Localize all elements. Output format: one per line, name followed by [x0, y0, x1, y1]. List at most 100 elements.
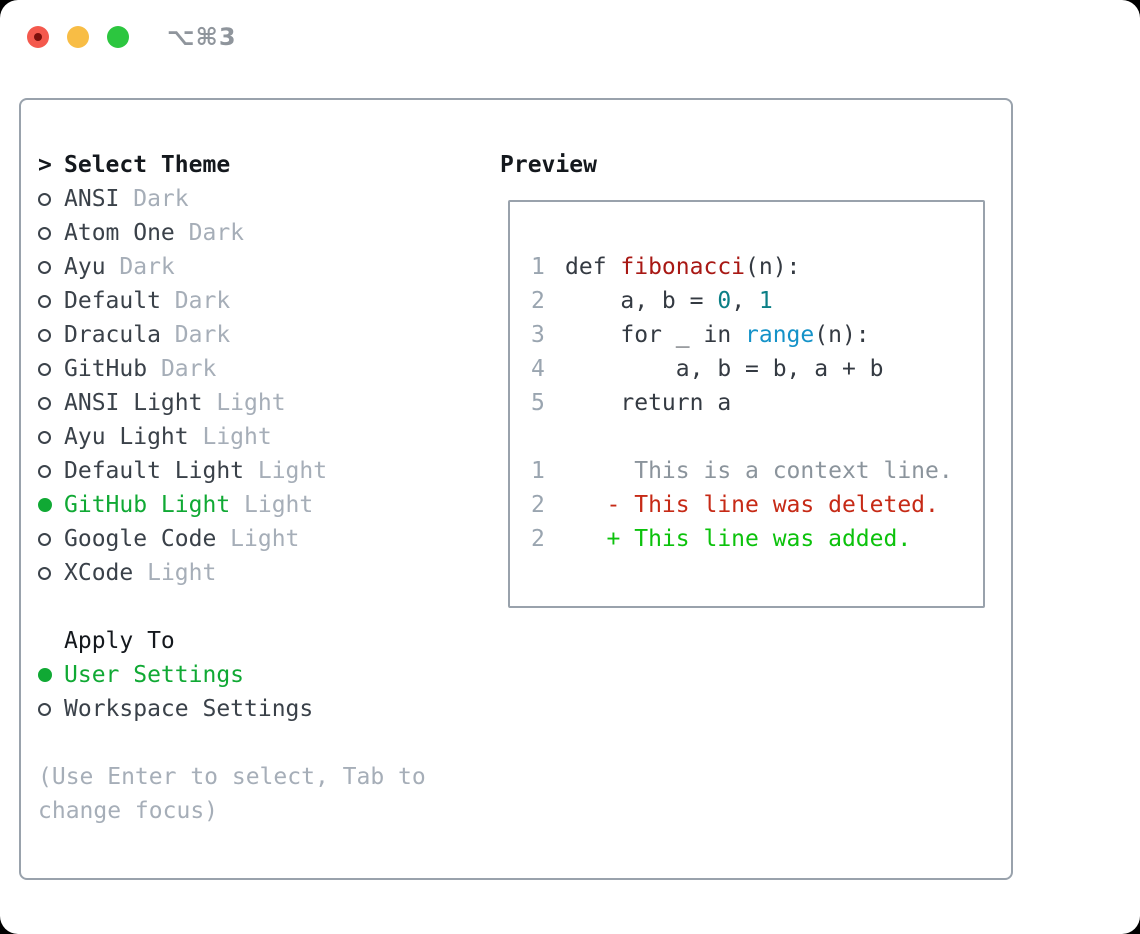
radio-unselected-icon: [38, 294, 64, 308]
apply-to-option-label: User Settings: [64, 662, 245, 688]
radio-unselected-icon: [38, 464, 64, 478]
theme-option[interactable]: GitHub Light Light: [38, 488, 426, 522]
code-token: a, b = b, a + b: [565, 356, 884, 382]
code-token: fibonacci: [620, 254, 746, 280]
theme-name: Ayu Light: [64, 424, 189, 450]
theme-variant: Dark: [119, 254, 175, 280]
close-button[interactable]: [27, 26, 49, 48]
code-token: def: [565, 254, 621, 280]
radio-unselected-icon: [38, 396, 64, 410]
apply-to-option-label: Workspace Settings: [64, 696, 314, 722]
code-token: 0: [717, 288, 732, 314]
window-title: ⌥⌘3: [167, 23, 237, 51]
apply-to-label: Apply To: [64, 628, 175, 654]
radio-unselected-icon: [38, 362, 64, 376]
theme-name: Ayu: [64, 254, 106, 280]
code-token: return a: [565, 390, 732, 416]
radio-unselected-icon: [38, 192, 64, 206]
code-token: (n):: [745, 254, 801, 280]
theme-name: XCode: [64, 560, 134, 586]
apply-to-option[interactable]: Workspace Settings: [38, 692, 426, 726]
preview-line: [531, 420, 953, 454]
theme-name: GitHub Light: [64, 492, 231, 518]
apply-to-option[interactable]: User Settings: [38, 658, 426, 692]
theme-option[interactable]: GitHub Dark: [38, 352, 426, 386]
code-token: 1: [758, 288, 773, 314]
zoom-button[interactable]: [107, 26, 129, 48]
code-token: (n):: [814, 322, 870, 348]
theme-name: Dracula: [64, 322, 161, 348]
titlebar: ⌥⌘3: [27, 23, 237, 51]
line-number: 3: [531, 322, 545, 348]
prompt-caret-icon: >: [38, 152, 52, 178]
line-number: 1: [531, 254, 545, 280]
theme-name: Google Code: [64, 526, 217, 552]
code-token: - This line was deleted.: [565, 492, 939, 518]
preview-line: 2 + This line was added.: [531, 522, 953, 556]
theme-option[interactable]: Default Dark: [38, 284, 426, 318]
theme-option[interactable]: XCode Light: [38, 556, 426, 590]
code-token: a, b =: [565, 288, 718, 314]
radio-unselected-icon: [38, 260, 64, 274]
select-theme-label: Select Theme: [64, 152, 231, 178]
select-theme-header: > Select Theme: [38, 148, 426, 182]
hint-line: change focus): [38, 798, 219, 824]
theme-name: Default: [64, 288, 161, 314]
theme-variant: Dark: [188, 220, 245, 246]
code-token: This is a context line.: [565, 458, 953, 484]
spacer: [38, 726, 426, 760]
theme-option[interactable]: Atom One Dark: [38, 216, 426, 250]
hint-line: (Use Enter to select, Tab to: [38, 764, 426, 790]
code-token: for _ in: [565, 322, 746, 348]
minimize-button[interactable]: [67, 26, 89, 48]
radio-unselected-icon: [38, 226, 64, 240]
unsaved-dot-icon: [34, 33, 42, 41]
theme-variant: Dark: [174, 322, 231, 348]
theme-variant: Light: [216, 390, 286, 416]
radio-unselected-icon: [38, 430, 64, 444]
radio-unselected-icon: [38, 566, 64, 580]
theme-name: Default Light: [64, 458, 245, 484]
radio-unselected-icon: [38, 328, 64, 342]
hint-text: (Use Enter to select, Tab to change focus…: [38, 760, 426, 828]
preview-label: Preview: [500, 152, 597, 178]
code-token: range: [745, 322, 815, 348]
line-number: 2: [531, 288, 545, 314]
theme-name: Atom One: [64, 220, 175, 246]
theme-option[interactable]: Dracula Dark: [38, 318, 426, 352]
theme-variant: Light: [230, 526, 300, 552]
line-number: 1: [531, 458, 545, 484]
apply-to-header: Apply To: [38, 624, 426, 658]
line-number: 2: [531, 492, 545, 518]
preview-line: 2 - This line was deleted.: [531, 488, 953, 522]
preview-line: 5 return a: [531, 386, 953, 420]
theme-variant: Light: [257, 458, 328, 484]
preview-line: 2 a, b = 0, 1: [531, 284, 953, 318]
theme-option[interactable]: Ayu Dark: [38, 250, 426, 284]
spacer: [38, 590, 426, 624]
radio-unselected-icon: [38, 702, 64, 716]
theme-variant: Dark: [174, 288, 231, 314]
theme-variant: Light: [244, 492, 314, 518]
theme-variant: Dark: [160, 356, 217, 382]
line-number: 4: [531, 356, 545, 382]
preview-line: 4 a, b = b, a + b: [531, 352, 953, 386]
theme-variant: Light: [147, 560, 217, 586]
preview-line: 3 for _ in range(n):: [531, 318, 953, 352]
theme-option[interactable]: Default Light Light: [38, 454, 426, 488]
line-number: 5: [531, 390, 545, 416]
radio-unselected-icon: [38, 532, 64, 546]
theme-option[interactable]: Google Code Light: [38, 522, 426, 556]
theme-name: GitHub: [64, 356, 148, 382]
